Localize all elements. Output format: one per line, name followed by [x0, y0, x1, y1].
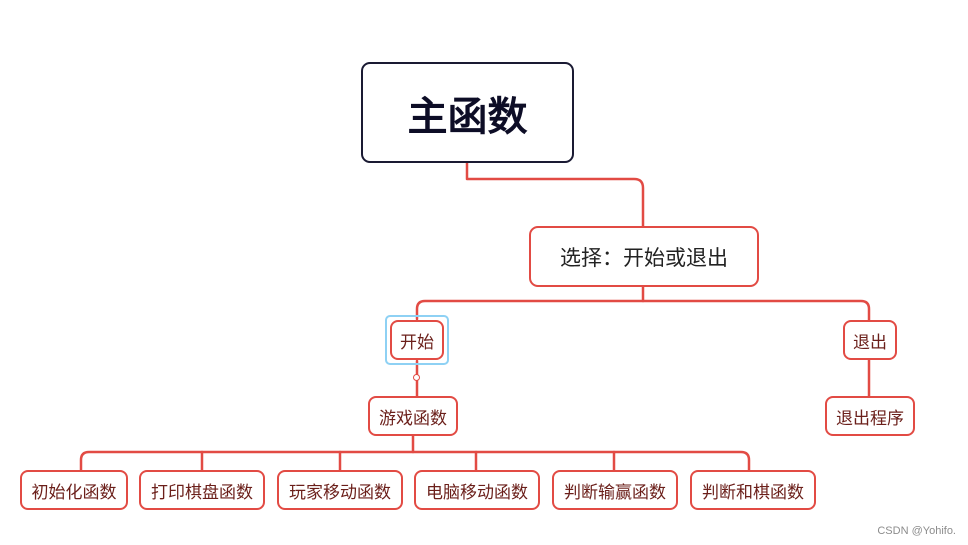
function-node-label: 电脑移动函数 [426, 482, 528, 503]
exit-program-node[interactable]: 退出程序 [825, 396, 915, 436]
function-node-check-win[interactable]: 判断输赢函数 [552, 470, 678, 510]
function-node-check-draw[interactable]: 判断和棋函数 [690, 470, 816, 510]
choice-node[interactable]: 选择：开始或退出 [529, 226, 759, 287]
exit-node[interactable]: 退出 [843, 320, 897, 360]
collapse-handle[interactable] [413, 374, 420, 381]
exit-node-label: 退出 [853, 332, 887, 353]
selection-highlight [385, 315, 449, 365]
function-node-label: 判断和棋函数 [702, 482, 804, 503]
root-node-label: 主函数 [407, 93, 528, 140]
game-function-node[interactable]: 游戏函数 [368, 396, 458, 436]
function-node-label: 玩家移动函数 [289, 482, 391, 503]
start-node[interactable]: 开始 [390, 320, 444, 360]
watermark: CSDN @Yohifo. [877, 525, 956, 537]
game-function-label: 游戏函数 [379, 408, 447, 429]
choice-node-label: 选择：开始或退出 [560, 245, 728, 270]
connector-root-choice [465, 161, 645, 228]
function-node-init[interactable]: 初始化函数 [20, 470, 128, 510]
exit-program-label: 退出程序 [836, 408, 904, 429]
connector-choice-exit [641, 299, 871, 322]
function-node-label: 判断输赢函数 [564, 482, 666, 503]
connector-bus [79, 450, 751, 472]
root-node-main-function[interactable]: 主函数 [361, 62, 574, 163]
function-node-computer-move[interactable]: 电脑移动函数 [414, 470, 540, 510]
connector-choice-start [415, 285, 645, 321]
function-node-player-move[interactable]: 玩家移动函数 [277, 470, 403, 510]
function-node-label: 初始化函数 [31, 482, 117, 503]
function-node-print-board[interactable]: 打印棋盘函数 [139, 470, 265, 510]
function-node-label: 打印棋盘函数 [151, 482, 253, 503]
start-node-label: 开始 [400, 332, 434, 353]
